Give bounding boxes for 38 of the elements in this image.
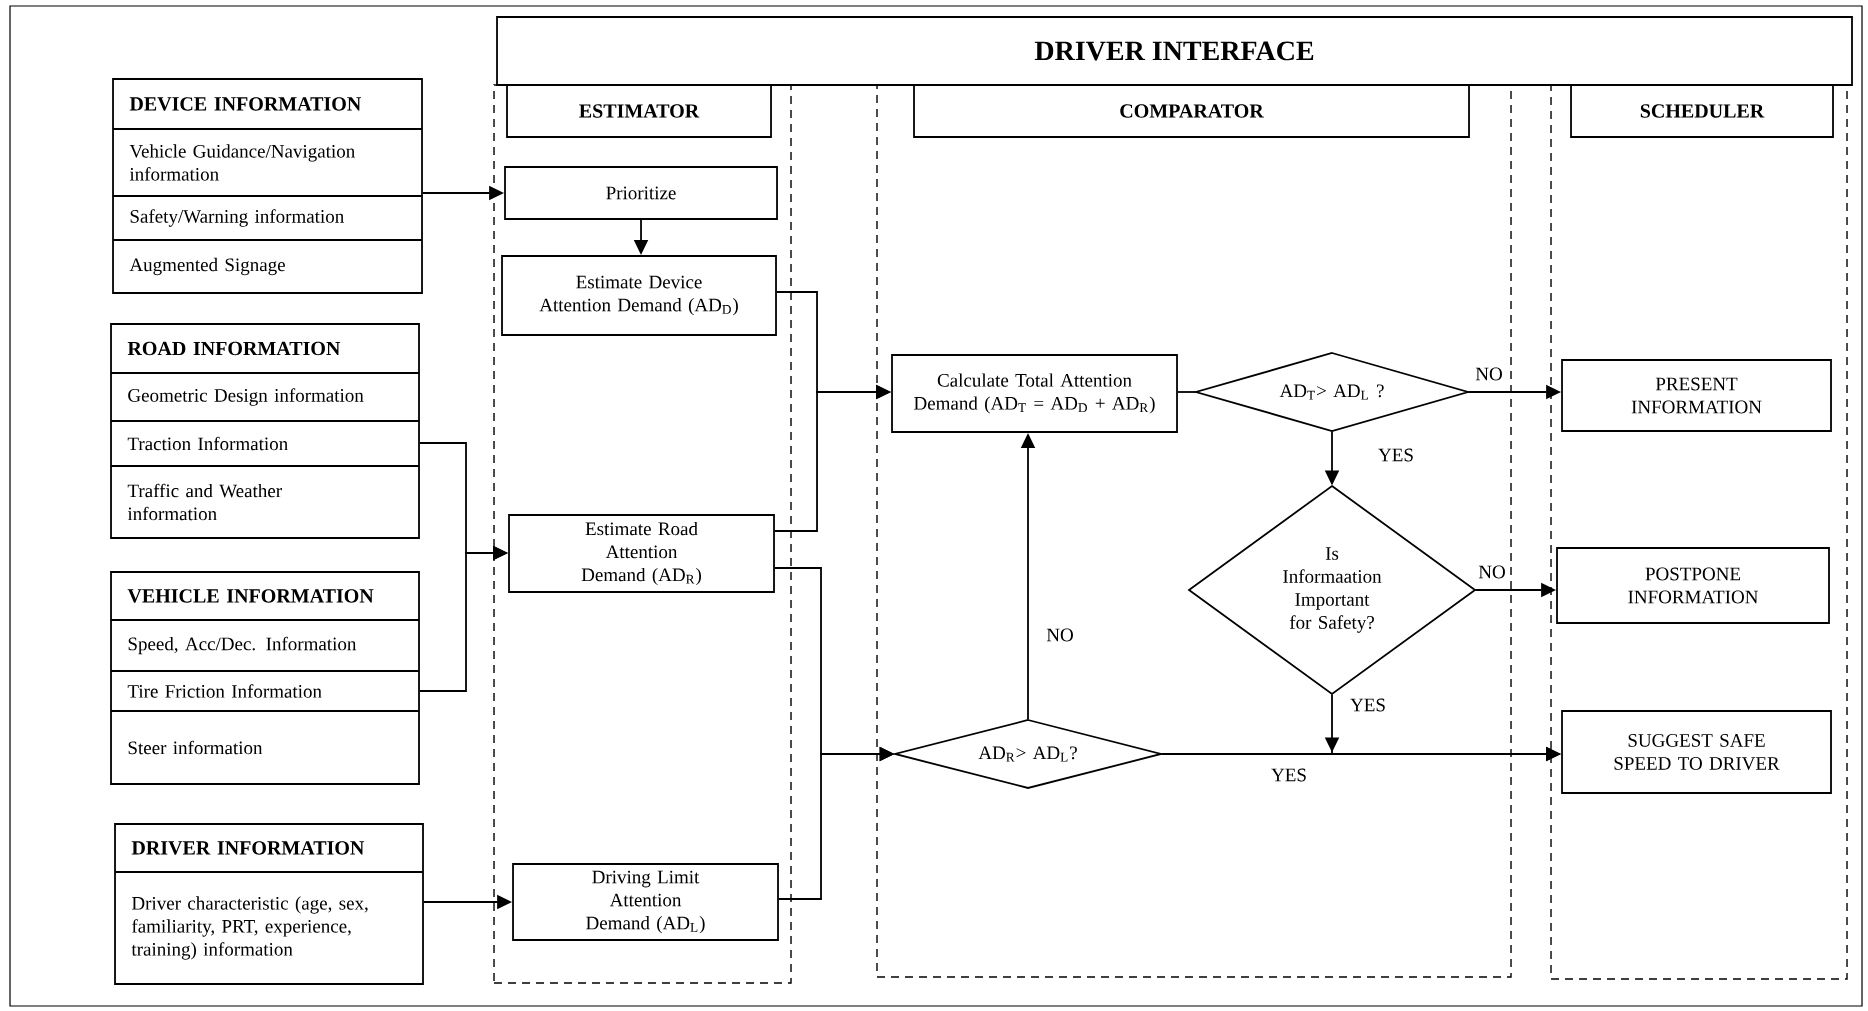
table-heading: DRIVER INFORMATION bbox=[131, 841, 365, 855]
edge-label: YES bbox=[1348, 696, 1388, 714]
table-row: Vehicle Guidance/Navigation information bbox=[129, 144, 355, 181]
swimlane bbox=[493, 84, 792, 984]
lane-header: ESTIMATOR bbox=[506, 84, 772, 138]
process-box: Calculate Total Attention Demand (AD$_{T}$ = AD$_{D}$ + AD$_{R}$) bbox=[891, 354, 1178, 433]
info-table bbox=[110, 323, 420, 539]
lane-header: SCHEDULER bbox=[1570, 84, 1834, 138]
process-box: PRESENT INFORMATION bbox=[1561, 359, 1832, 432]
edge-label: YES bbox=[1376, 446, 1416, 464]
table-heading: ROAD INFORMATION bbox=[127, 341, 341, 356]
swimlane bbox=[1550, 84, 1848, 980]
edge-label: NO bbox=[1044, 626, 1076, 644]
swimlane bbox=[876, 84, 1512, 978]
process-box: POSTPONE INFORMATION bbox=[1556, 547, 1830, 624]
process-box: Driving Limit Attention Demand (AD$_{L}$) bbox=[512, 863, 779, 941]
table-heading: VEHICLE INFORMATION bbox=[127, 589, 374, 603]
process-box: Estimate Device Attention Demand (AD$_{D}$) bbox=[501, 255, 777, 336]
table-row: Steer information bbox=[128, 740, 263, 755]
table-row: Augmented Signage bbox=[129, 257, 285, 276]
table-row: Driver characteristic (age, sex, familiarity, PRT, experience, training) information bbox=[131, 896, 368, 960]
info-table bbox=[112, 78, 423, 294]
table-row: Speed, Acc/Dec. Information bbox=[128, 636, 357, 655]
process-box: Prioritize bbox=[504, 166, 778, 220]
edge-label: YES bbox=[1269, 766, 1309, 784]
info-table bbox=[114, 823, 424, 985]
table-row: Traffic and Weather information bbox=[127, 483, 282, 521]
table-heading: DEVICE INFORMATION bbox=[129, 97, 361, 111]
table-row: Tire Friction Information bbox=[127, 684, 322, 698]
process-box: SUGGEST SAFE SPEED TO DRIVER bbox=[1561, 710, 1832, 794]
info-table bbox=[110, 571, 420, 785]
process-box: Estimate Road Attention Demand (AD$_{R}$) bbox=[508, 514, 775, 593]
lane-header: COMPARATOR bbox=[913, 84, 1470, 138]
edge-label: NO bbox=[1473, 365, 1505, 383]
table-row: Safety/Warning information bbox=[130, 209, 344, 227]
edge-label: NO bbox=[1476, 563, 1508, 581]
table-row: Traction Information bbox=[127, 436, 288, 451]
table-row: Geometric Design information bbox=[128, 388, 364, 406]
